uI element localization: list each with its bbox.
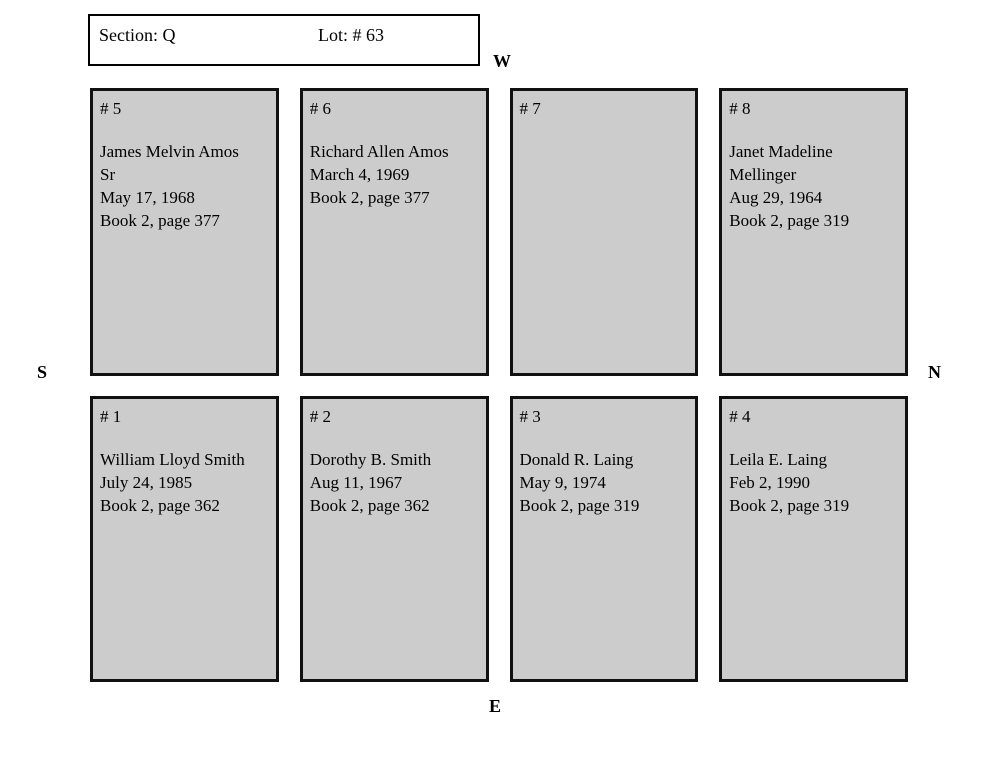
- plot-detail-line: Janet Madeline: [729, 142, 833, 161]
- lot-header-box: Section: Q Lot: # 63: [88, 14, 480, 66]
- plot-detail-line: March 4, 1969: [309, 165, 410, 184]
- plot-number: # 3: [519, 407, 541, 426]
- plot-number: # 7: [519, 99, 541, 118]
- plot-detail-line: Book 2, page 319: [729, 211, 850, 230]
- plot-number: # 1: [100, 407, 122, 426]
- compass-label-south: S: [37, 362, 48, 382]
- plot-detail-line: Leila E. Laing: [729, 450, 827, 469]
- compass-label-north: N: [928, 362, 941, 382]
- plot-number: # 5: [100, 99, 122, 118]
- lot-header-row: Section: Q Lot: # 63: [90, 23, 478, 49]
- plot-detail-line: Book 2, page 377: [100, 211, 220, 230]
- plot-number: # 4: [729, 407, 751, 426]
- plot-detail-line: Dorothy B. Smith: [309, 450, 432, 469]
- plot-detail-line: Sr: [100, 165, 116, 184]
- plot-detail-line: Book 2, page 362: [309, 496, 430, 515]
- plot-number: # 8: [729, 99, 751, 118]
- compass-label-east: E: [489, 696, 502, 716]
- plot-detail-line: May 17, 1968: [100, 188, 195, 207]
- section-label: Section: Q: [99, 25, 176, 45]
- plot-detail-line: Aug 11, 1967: [309, 473, 403, 492]
- compass-label-west: W: [493, 51, 511, 71]
- plot-detail-line: Donald R. Laing: [519, 450, 634, 469]
- plot-detail-line: Book 2, page 319: [729, 496, 850, 515]
- plot-cell[interactable]: # 7: [509, 88, 699, 376]
- plot-detail-line: William Lloyd Smith: [100, 450, 245, 469]
- plot-detail-line: James Melvin Amos: [100, 142, 239, 161]
- plot-detail-line: May 9, 1974: [519, 473, 606, 492]
- plot-detail-line: Mellinger: [729, 165, 797, 184]
- plot-detail-line: July 24, 1985: [100, 473, 193, 492]
- plot-detail-line: Book 2, page 362: [100, 496, 220, 515]
- plot-detail-line: Book 2, page 377: [309, 188, 430, 207]
- plot-detail-line: Feb 2, 1990: [729, 473, 810, 492]
- plot-number: # 2: [309, 407, 331, 426]
- plot-detail-line: Aug 29, 1964: [729, 188, 823, 207]
- plot-detail-line: Richard Allen Amos: [309, 142, 449, 161]
- plot-number: # 6: [309, 99, 331, 118]
- plot-detail-line: Book 2, page 319: [519, 496, 640, 515]
- lot-label: Lot: # 63: [318, 25, 384, 45]
